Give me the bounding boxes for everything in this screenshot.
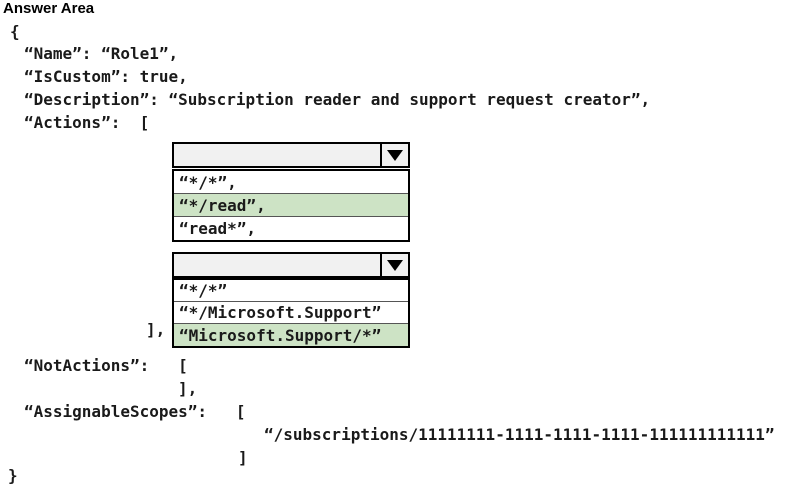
dropdown1-option-read-star[interactable]: “read*”, [174, 217, 408, 240]
json-assignablescope-value: “/subscriptions/11111111-1111-1111-1111-… [264, 425, 775, 444]
actions-dropdown-2-arrow-button[interactable] [380, 254, 408, 276]
json-line-description: “Description”: “Subscription reader and … [24, 90, 651, 109]
answer-area-title: Answer Area [3, 0, 95, 17]
actions-dropdown-2-field[interactable] [174, 254, 380, 276]
actions-dropdown-1-field[interactable] [174, 144, 380, 166]
json-actions-close-bracket: ], [146, 320, 166, 339]
actions-dropdown-1[interactable] [172, 142, 410, 168]
actions-dropdown-2-options: “*/*” “*/Microsoft.Support” “Microsoft.S… [172, 278, 410, 348]
dropdown1-option-star-slash-star[interactable]: “*/*”, [174, 171, 408, 194]
chevron-down-icon [387, 259, 403, 271]
dropdown1-option-star-slash-read[interactable]: “*/read”, [174, 194, 408, 217]
chevron-down-icon [387, 149, 403, 161]
json-line-actions-key: “Actions”: [ [24, 113, 150, 132]
json-assignablescopes-close-bracket: ] [238, 448, 248, 467]
json-notactions-close-bracket: ], [178, 379, 198, 398]
actions-dropdown-1-arrow-button[interactable] [380, 144, 408, 166]
dropdown2-option-microsoft-support-star[interactable]: “Microsoft.Support/*” [174, 324, 408, 346]
json-line-assignablescopes-key: “AssignableScopes”: [ [24, 402, 246, 421]
json-line-name: “Name”: “Role1”, [24, 44, 179, 63]
actions-dropdown-1-options: “*/*”, “*/read”, “read*”, [172, 169, 410, 242]
json-open-brace: { [10, 22, 20, 41]
dropdown2-option-star-microsoft-support[interactable]: “*/Microsoft.Support” [174, 302, 408, 324]
json-line-notactions-key: “NotActions”: [ [24, 356, 188, 375]
dropdown2-option-star-slash-star[interactable]: “*/*” [174, 280, 408, 302]
actions-dropdown-2[interactable] [172, 252, 410, 278]
json-line-iscustom: “IsCustom”: true, [24, 67, 188, 86]
json-close-brace: } [8, 466, 18, 485]
